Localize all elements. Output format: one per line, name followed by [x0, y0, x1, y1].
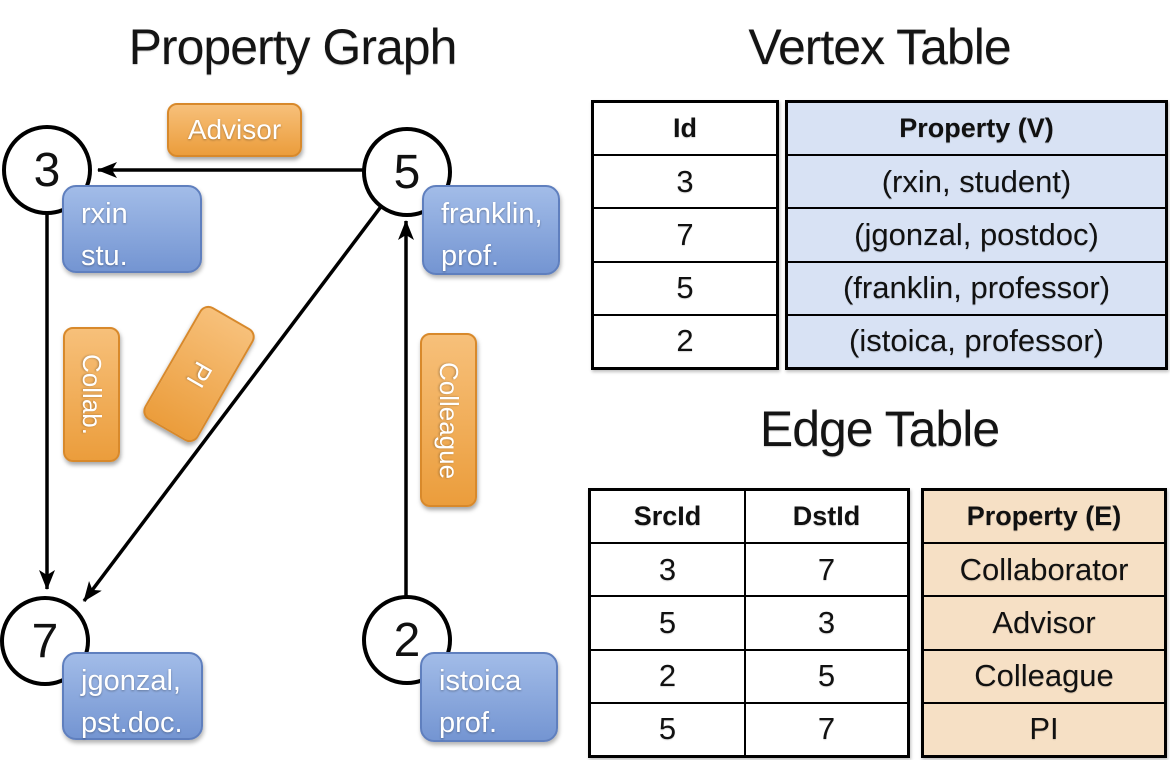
table-row: 2 [594, 313, 776, 367]
vertex-row-id: 2 [676, 323, 694, 359]
table-row: Advisor [924, 595, 1164, 649]
table-row: 5 [594, 260, 776, 314]
edge-row-property: PI [924, 703, 1164, 756]
table-row: 2 5 [591, 648, 907, 702]
table-row: (rxin, student) [788, 154, 1165, 208]
table-row: 3 [594, 154, 776, 207]
vertex-property-3-line2: stu. [81, 240, 128, 273]
column-header-property-v: Property (V) [788, 103, 1165, 155]
vertex-row-property: (istoica, professor) [788, 315, 1165, 368]
vertex-id-7: 7 [31, 614, 59, 668]
vertex-table-property-column: Property (V) (rxin, student) (jgonzal, p… [785, 100, 1168, 370]
table-header-row: Id [594, 103, 776, 154]
table-header-row: SrcId DstId [591, 491, 907, 543]
vertex-property-3-line1: rxin [81, 198, 128, 230]
vertex-id-5: 5 [393, 145, 421, 199]
column-header-dstid: DstId [744, 491, 907, 543]
edge-label-advisor: Advisor [167, 103, 302, 157]
vertex-row-property: (rxin, student) [788, 156, 1165, 208]
edge-row-dstid: 7 [744, 544, 907, 596]
table-row: Collaborator [924, 542, 1164, 596]
vertex-row-property: (franklin, professor) [788, 262, 1165, 314]
table-row: (jgonzal, postdoc) [788, 207, 1165, 261]
table-row: 5 3 [591, 595, 907, 649]
table-row: PI [924, 701, 1164, 756]
vertex-table-title: Vertex Table [748, 19, 1011, 75]
edge-label-colleague: Colleague [420, 333, 477, 507]
vertex-id-2: 2 [393, 613, 421, 667]
table-row: 7 [594, 207, 776, 260]
vertex-property-5-line1: franklin, [441, 198, 543, 230]
edge-table-id-columns: SrcId DstId 3 7 5 3 2 5 5 7 [588, 488, 910, 758]
edge-table-title: Edge Table [759, 401, 1000, 457]
graph-edges-svg [39, 162, 414, 640]
vertex-property-7-line2: pst.doc. [81, 707, 183, 740]
vertex-row-property: (jgonzal, postdoc) [788, 209, 1165, 261]
vertex-table-id-column: Id 3 7 5 2 [591, 100, 779, 370]
edge-row-dstid: 7 [744, 703, 907, 756]
edge-row-srcid: 3 [658, 551, 677, 587]
edge-row-dstid: 5 [744, 650, 907, 702]
property-graph-title: Property Graph [128, 19, 458, 75]
edge-label-advisor-text: Advisor [187, 114, 282, 145]
column-header-property-e: Property (E) [924, 491, 1164, 543]
vertex-circle-5: 5 [362, 127, 452, 217]
edge-row-property: Advisor [924, 597, 1164, 649]
vertex-property-5-line2: prof. [441, 240, 500, 273]
vertex-property-box-7: jgonzal, pst.doc. [62, 652, 203, 740]
table-header-row: Property (V) [788, 103, 1165, 155]
table-header-row: Property (E) [924, 491, 1164, 543]
edge-row-srcid: 5 [658, 711, 677, 747]
table-row: (istoica, professor) [788, 313, 1165, 368]
edge-label-pi-text: PI [180, 356, 219, 393]
table-row: 3 7 [591, 542, 907, 596]
edge-label-collab-text: Collab. [77, 354, 107, 435]
edge-label-colleague-text: Colleague [434, 361, 464, 479]
edge-table-property-column: Property (E) Collaborator Advisor Collea… [921, 488, 1167, 758]
edge-label-collab: Collab. [63, 327, 120, 462]
vertex-row-id: 3 [676, 163, 694, 199]
vertex-row-id: 5 [676, 270, 694, 306]
edge-row-srcid: 5 [658, 605, 677, 640]
edge-5-to-7 [82, 170, 409, 603]
vertex-property-2-line1: istoica [439, 665, 522, 697]
edge-row-property: Colleague [924, 650, 1164, 702]
table-row: (franklin, professor) [788, 260, 1165, 314]
vertex-property-7-line1: jgonzal, [81, 665, 181, 697]
edge-row-srcid: 2 [658, 658, 677, 694]
vertex-property-box-3: rxin stu. [62, 185, 202, 273]
vertex-row-id: 7 [676, 217, 694, 252]
edge-row-property: Collaborator [924, 544, 1164, 596]
vertex-property-box-2: istoica prof. [420, 652, 558, 742]
vertex-id-3: 3 [33, 143, 61, 197]
table-row: 5 7 [591, 701, 907, 756]
column-header-srcid: SrcId [633, 501, 702, 532]
vertex-circle-2: 2 [362, 595, 452, 685]
vertex-property-box-5: franklin, prof. [422, 185, 560, 275]
edge-row-dstid: 3 [744, 597, 907, 649]
table-row: Colleague [924, 648, 1164, 702]
vertex-property-2-line2: prof. [439, 707, 498, 740]
column-header-id: Id [673, 113, 697, 144]
